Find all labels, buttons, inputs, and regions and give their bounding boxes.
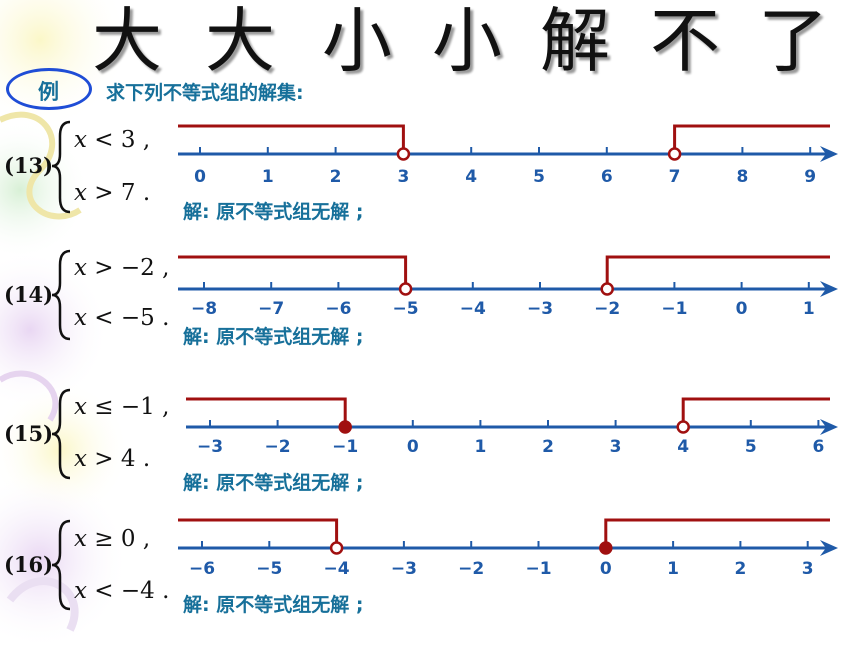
title-char: 大: [205, 0, 275, 82]
example-label: 例: [38, 80, 59, 104]
title-char: 小: [322, 0, 392, 82]
tick-label: −2: [265, 437, 291, 457]
tick-label: −4: [324, 559, 350, 579]
tick-label: 0: [736, 299, 748, 319]
inequality-1: x > −2 ,: [74, 255, 170, 281]
example-badge-oval: [6, 68, 92, 110]
problem-label: (15): [4, 421, 54, 446]
tick-label: −1: [661, 299, 687, 319]
open-point: [329, 541, 344, 555]
tick-label: 0: [407, 437, 419, 457]
answer-text: 解: 原不等式组无解 ;: [183, 472, 364, 494]
tick-label: −2: [594, 299, 620, 319]
answer-text: 解: 原不等式组无解 ;: [183, 326, 364, 348]
tick-label: −2: [458, 559, 484, 579]
open-point: [396, 147, 411, 161]
tick-label: −6: [189, 559, 215, 579]
tick-label: 1: [803, 299, 815, 319]
tick-label: 1: [474, 437, 486, 457]
tick-label: 6: [601, 167, 613, 187]
axis-arrow-icon: [820, 540, 838, 556]
instruction-text: 求下列不等式组的解集:: [106, 82, 304, 104]
slide-title: 大 大 小 小 解 不 了: [0, 0, 860, 90]
tick-label: −7: [258, 299, 284, 319]
tick-label: −1: [525, 559, 551, 579]
inequality-1: x < 3 ,: [74, 127, 151, 153]
tick-label: 1: [262, 167, 274, 187]
inequality-2: x < −5 .: [74, 305, 170, 331]
tick-label: 0: [600, 559, 612, 579]
title-char: 不: [650, 0, 720, 82]
problem-label: (16): [4, 552, 54, 577]
tick-label: 8: [736, 167, 748, 187]
inequality-2: x > 7 .: [74, 180, 151, 206]
number-line: −8 −7 −6 −5 −4 −3 −2 −1 0 1: [178, 255, 838, 319]
tick-label: −4: [460, 299, 486, 319]
tick-label: 2: [542, 437, 554, 457]
problem-label: (14): [4, 282, 54, 307]
axis-arrow-icon: [820, 146, 838, 162]
solution-ray: [681, 397, 830, 427]
tick-label: 2: [734, 559, 746, 579]
closed-point: [599, 541, 613, 555]
closed-point: [338, 420, 352, 434]
tick-label: −5: [256, 559, 282, 579]
brace: [51, 388, 71, 480]
tick-label: 5: [745, 437, 757, 457]
tick-label: 4: [465, 167, 477, 187]
open-point: [600, 282, 614, 296]
tick-label: −5: [393, 299, 419, 319]
problem-label: (13): [4, 153, 54, 178]
open-point: [676, 420, 690, 434]
answer-text: 解: 原不等式组无解 ;: [183, 201, 364, 223]
tick-label: 9: [804, 167, 816, 187]
brace: [51, 519, 71, 611]
tick-label: 6: [812, 437, 824, 457]
axis-arrow-icon: [820, 281, 838, 297]
answer-text: 解: 原不等式组无解 ;: [183, 594, 364, 616]
tick-label: −3: [527, 299, 553, 319]
title-char: 大: [92, 0, 162, 82]
tick-label: 2: [330, 167, 342, 187]
tick-label: −6: [325, 299, 351, 319]
tick-label: −1: [332, 437, 358, 457]
open-point: [398, 282, 413, 296]
brace: [51, 249, 71, 341]
tick-label: 7: [669, 167, 681, 187]
axis-arrow-icon: [820, 419, 838, 435]
tick-label: 1: [667, 559, 679, 579]
tick-label: 0: [194, 167, 206, 187]
solution-ray: [605, 255, 830, 289]
inequality-1: x ≥ 0 ,: [74, 526, 151, 552]
solution-ray: [673, 124, 830, 154]
inequality-2: x < −4 .: [74, 578, 170, 604]
tick-label: 4: [677, 437, 689, 457]
number-line: −3 −2 −1 0 1 2 3 4 5 6: [186, 397, 838, 457]
tick-label: 3: [397, 167, 409, 187]
title-char: 了: [758, 0, 828, 82]
tick-label: 3: [802, 559, 814, 579]
solution-ray: [178, 255, 408, 289]
number-line: 0 1 2 3 4 5 6 7 8 9: [178, 124, 838, 187]
tick-label: −3: [391, 559, 417, 579]
title-char: 解: [540, 0, 610, 82]
brace: [51, 120, 71, 214]
number-line: −6 −5 −4 −3 −2 −1 0 1 2 3: [178, 518, 838, 579]
open-point: [667, 147, 682, 161]
tick-label: −8: [191, 299, 217, 319]
solution-ray: [186, 397, 347, 427]
solution-ray: [178, 518, 339, 548]
title-char: 小: [432, 0, 502, 82]
tick-label: 5: [533, 167, 545, 187]
solution-ray: [178, 124, 405, 154]
inequality-2: x > 4 .: [74, 446, 151, 472]
inequality-1: x ≤ −1 ,: [74, 394, 170, 420]
tick-label: −3: [197, 437, 223, 457]
tick-label: 3: [610, 437, 622, 457]
solution-ray: [604, 518, 830, 548]
